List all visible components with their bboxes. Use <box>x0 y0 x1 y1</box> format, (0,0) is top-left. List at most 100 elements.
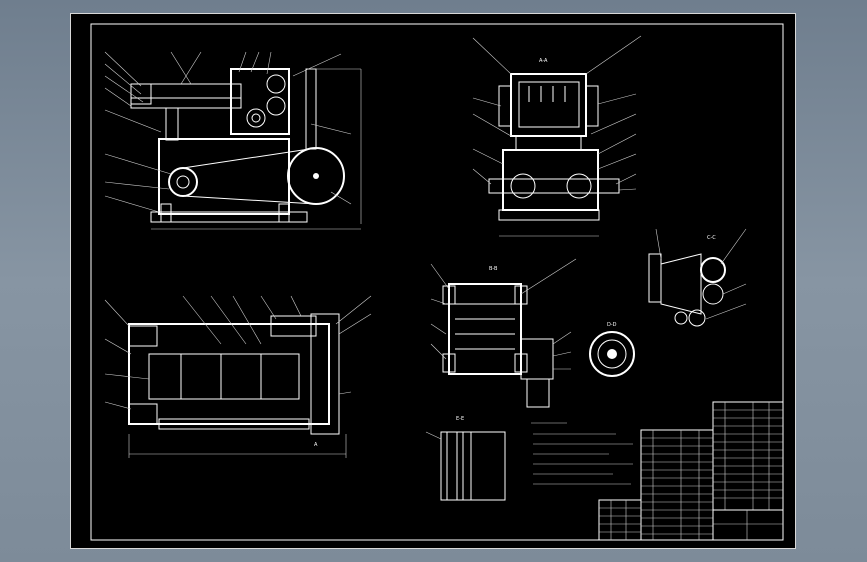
gear-pitch-circle <box>597 339 627 369</box>
roller-1 <box>266 74 286 94</box>
parts-list-rows <box>599 402 783 540</box>
plan-leader-11 <box>338 313 372 335</box>
plan-leader-8 <box>260 295 277 320</box>
detail-leader-3 <box>722 283 747 295</box>
roller-3-hub <box>251 113 261 123</box>
plan-leader-6 <box>210 295 247 345</box>
leader-16 <box>330 191 352 205</box>
cad-drawing: A-A A <box>90 23 784 541</box>
technical-notes <box>531 422 633 485</box>
inner-frame <box>90 23 784 541</box>
large-pulley-center <box>313 173 319 179</box>
roller-leader-6 <box>552 331 572 345</box>
belt-upper <box>182 147 317 169</box>
side-leader-11 <box>615 173 637 185</box>
small-pulley-hub <box>176 175 190 189</box>
base-frame <box>150 211 308 223</box>
roller-leader-4 <box>430 343 447 360</box>
feed-plate <box>130 97 242 109</box>
plan-base-plate <box>158 418 310 430</box>
side-base <box>498 209 600 221</box>
revision-block <box>598 499 642 541</box>
section-bb-label: B-B <box>489 266 498 272</box>
roller-leader-3 <box>430 323 447 335</box>
leader-12 <box>250 51 260 73</box>
front-view <box>104 51 362 230</box>
plan-leader-4 <box>104 401 132 410</box>
section-e-view: E-E <box>425 416 506 501</box>
gear-outer <box>589 331 635 377</box>
leader-14 <box>292 53 342 77</box>
section-e-wall-mid <box>462 431 472 501</box>
plan-bearing-2 <box>128 403 158 425</box>
title-block <box>598 401 784 541</box>
plan-leader-7 <box>232 295 262 345</box>
right-foot <box>278 203 290 223</box>
roller-leader-7 <box>552 351 572 357</box>
side-ear-left <box>498 85 512 127</box>
plan-gear-housing <box>310 313 340 435</box>
leader-2 <box>104 63 142 95</box>
parts-list-left <box>640 429 714 541</box>
section-e-leader <box>425 431 442 440</box>
drive-motor <box>526 378 550 408</box>
section-ee-label: E-E <box>456 416 464 422</box>
leader-1 <box>104 51 142 87</box>
plan-leader-5 <box>182 295 222 345</box>
plan-leader-10 <box>335 295 372 325</box>
plan-frame <box>128 323 330 425</box>
detail-gear-mid <box>702 283 724 305</box>
side-leader-4 <box>472 113 512 137</box>
section-e-body <box>440 431 506 501</box>
drive-gearbox <box>520 338 554 380</box>
drawing-sheet: A-A A <box>70 13 796 549</box>
leader-4 <box>104 87 132 107</box>
section-cc-label: C-C <box>707 235 716 241</box>
roller-leader-2 <box>430 298 447 305</box>
detail-gear-top <box>700 257 726 283</box>
side-view: A-A <box>472 35 642 237</box>
main-shaft <box>488 178 620 194</box>
plan-chamber <box>148 353 300 400</box>
roller-section-view: B-B <box>430 258 577 408</box>
side-leader-5 <box>472 148 504 165</box>
side-leader-9 <box>597 133 637 155</box>
leader-3 <box>104 75 144 103</box>
plan-bearing-1 <box>128 325 158 347</box>
roller-flange-1 <box>442 285 456 305</box>
leader-15 <box>310 123 352 135</box>
side-leader-3 <box>472 97 502 107</box>
machine-body <box>158 138 290 215</box>
roller-3 <box>246 108 266 128</box>
side-column <box>305 68 317 150</box>
leader-5 <box>104 109 162 133</box>
roller-2 <box>266 96 286 116</box>
small-pulley <box>168 167 198 197</box>
detail-gear-small <box>674 311 688 325</box>
view-mark-a: A <box>314 442 318 448</box>
plan-leader-12 <box>338 391 352 395</box>
side-leader-2 <box>585 35 642 75</box>
leader-9 <box>170 51 192 85</box>
plan-leader-1 <box>104 299 130 327</box>
side-leader-10 <box>597 153 637 170</box>
roller-frame <box>448 283 522 375</box>
leader-11 <box>238 51 247 73</box>
plan-leader-9 <box>290 295 302 317</box>
hopper-inner <box>518 81 580 128</box>
section-e-wall-left <box>446 431 458 501</box>
roller-leader-1 <box>430 263 450 290</box>
shaft-bearing-right <box>566 173 592 199</box>
detail-leader-4 <box>705 303 747 320</box>
neck <box>515 135 582 151</box>
title-cell <box>712 509 784 541</box>
detail-post <box>648 253 662 303</box>
detail-gear-low <box>688 309 706 327</box>
side-leader-7 <box>597 93 637 105</box>
roller-flange-3 <box>442 353 456 373</box>
side-leader-8 <box>590 113 637 135</box>
leader-8 <box>104 195 160 213</box>
section-dd-label: D-D <box>607 322 617 328</box>
roller-housing <box>230 68 290 135</box>
section-aa-label: A-A <box>539 58 548 64</box>
